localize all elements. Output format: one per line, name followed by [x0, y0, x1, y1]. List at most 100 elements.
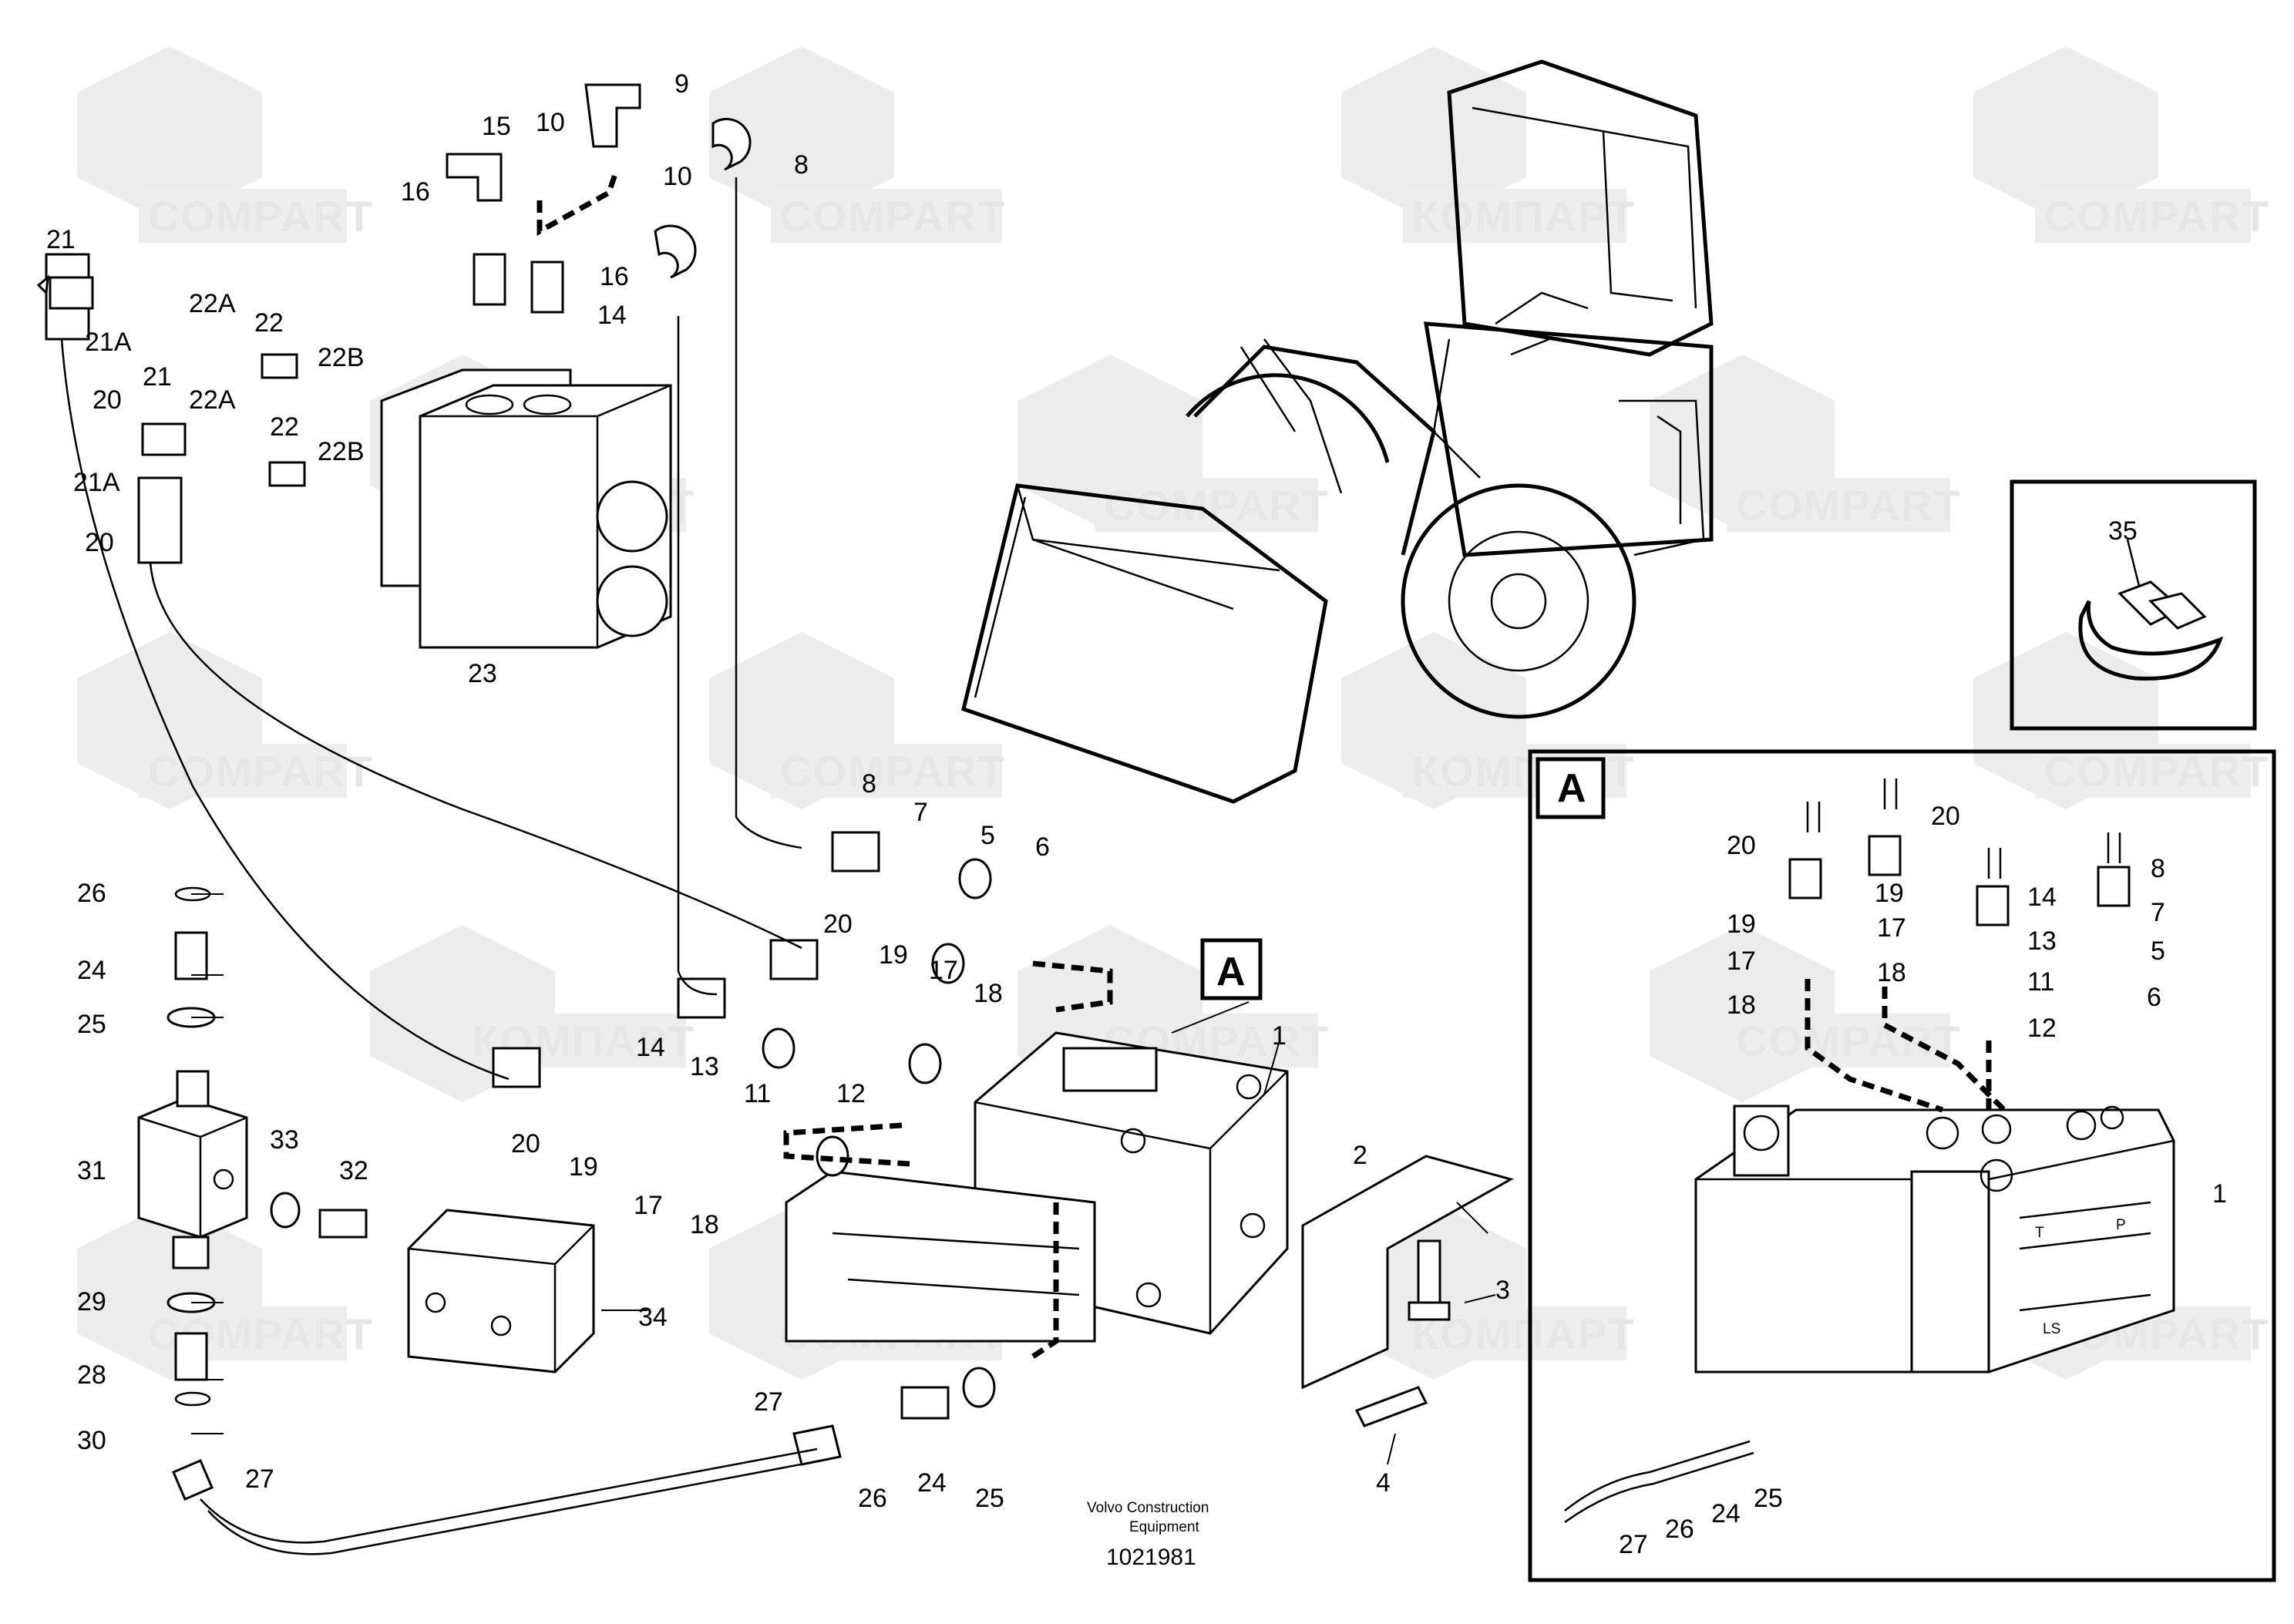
- wheel-loader-illustration: [961, 59, 1714, 804]
- callout-15: 15: [482, 112, 511, 141]
- detail-a-frame: [1528, 749, 2276, 1582]
- callout-24-left: 24: [77, 956, 106, 985]
- callout-20-right: 20: [823, 910, 853, 939]
- callout-23: 23: [468, 659, 497, 688]
- brand-line-2: Equipment: [1129, 1519, 1200, 1535]
- callout-17-lower: 17: [634, 1191, 663, 1220]
- callout-29: 29: [77, 1287, 106, 1316]
- detail-callout-18-left: 18: [1727, 990, 1756, 1020]
- detail-callout-19-right: 19: [1875, 879, 1904, 908]
- valve-port-ls: LS: [2043, 1321, 2060, 1337]
- callout-32: 32: [339, 1156, 368, 1185]
- detail-callout-1: 1: [2212, 1179, 2227, 1209]
- watermark-text: COMPART: [1736, 1017, 1962, 1065]
- detail-callout-19-left: 19: [1727, 910, 1756, 939]
- clamp-inset-frame: [2010, 479, 2257, 731]
- callout-25-left: 25: [77, 1010, 106, 1039]
- fittings: [36, 83, 996, 1501]
- callout-2: 2: [1353, 1141, 1367, 1170]
- callout-22a-lower: 22A: [189, 385, 236, 415]
- detail-callout-14: 14: [2027, 883, 2057, 912]
- callout-22a-upper: 22A: [189, 289, 236, 318]
- watermark-layer: COMPART COMPART КОМПАРТ COMPART КОМПАРТ …: [77, 46, 2270, 1380]
- watermark-text: COMPART: [780, 192, 1006, 240]
- main-callouts: 1 2 3 4 5 6 7 8 8 9 10 10 11 12 13 14 14…: [46, 69, 2138, 1513]
- callout-21-lower: 21: [143, 362, 172, 392]
- callout-18-lower: 18: [690, 1210, 719, 1239]
- detail-callout-17-left: 17: [1727, 946, 1756, 976]
- callout-4: 4: [1376, 1468, 1391, 1498]
- callout-31: 31: [77, 1156, 106, 1185]
- callout-22b-upper: 22B: [318, 343, 365, 372]
- callout-8-lower: 8: [862, 769, 876, 799]
- callout-16-right: 16: [600, 262, 629, 291]
- callout-22b-lower: 22B: [318, 437, 365, 466]
- callout-34: 34: [638, 1303, 668, 1332]
- callout-19-lower: 19: [569, 1152, 598, 1182]
- watermark-text: COMPART: [2044, 747, 2270, 795]
- callout-10-right: 10: [663, 162, 692, 191]
- callout-22-lower: 22: [270, 412, 299, 442]
- callout-35: 35: [2108, 516, 2138, 546]
- detail-callout-6: 6: [2147, 983, 2161, 1012]
- detail-callout-8: 8: [2151, 854, 2165, 883]
- watermark-text: COMPART: [148, 192, 374, 240]
- callout-21-upper: 21: [46, 225, 76, 254]
- callout-7: 7: [913, 798, 928, 827]
- watermark-text: COMPART: [148, 747, 374, 795]
- callout-13: 13: [690, 1052, 719, 1081]
- callout-5: 5: [980, 821, 995, 850]
- callout-16-left: 16: [401, 177, 430, 207]
- view-a-label: A: [1216, 950, 1246, 994]
- detail-callout-20-left: 20: [1727, 831, 1756, 860]
- watermark-text: COMPART: [1736, 481, 1962, 530]
- view-a-box: [1200, 938, 1263, 1000]
- detail-callout-12: 12: [2027, 1014, 2057, 1043]
- detail-callout-18-right: 18: [1877, 958, 1906, 987]
- callout-28: 28: [77, 1360, 106, 1390]
- callout-10-left: 10: [536, 108, 565, 137]
- document-number: 1021981: [1106, 1545, 1196, 1570]
- detail-callout-26: 26: [1665, 1515, 1694, 1544]
- brand-line-1: Volvo Construction: [1087, 1500, 1209, 1516]
- callout-22-upper: 22: [254, 308, 284, 338]
- watermark-text: COMPART: [2044, 192, 2270, 240]
- callout-17-upper: 17: [929, 956, 958, 985]
- callout-3: 3: [1495, 1276, 1510, 1305]
- leader-lines: [191, 893, 1496, 1465]
- detail-callout-17-right: 17: [1877, 913, 1906, 943]
- callout-9: 9: [674, 69, 689, 99]
- callout-27-lower: 27: [245, 1464, 274, 1494]
- callout-20-left-upper: 20: [92, 385, 122, 415]
- callout-8-upper: 8: [794, 150, 809, 180]
- detail-callout-20-right: 20: [1931, 802, 1960, 831]
- bracket-2: [1301, 1155, 1514, 1427]
- callout-20-left-lower: 20: [85, 528, 114, 557]
- callout-14-upper: 14: [597, 301, 627, 330]
- watermark-text: КОМПАРТ: [1412, 192, 1636, 240]
- callout-19-upper: 19: [879, 940, 908, 970]
- callout-18-upper: 18: [974, 979, 1003, 1008]
- callout-25-bottom: 25: [975, 1484, 1004, 1513]
- valve-port-p: P: [2116, 1217, 2126, 1233]
- block-34: [407, 1209, 595, 1374]
- watermark-text: COMPART: [1104, 481, 1330, 530]
- clamp-inset: [2010, 479, 2257, 731]
- callout-6: 6: [1035, 832, 1050, 862]
- callout-21a-upper: 21A: [85, 328, 132, 357]
- detail-callout-24: 24: [1711, 1499, 1741, 1528]
- callout-26-left: 26: [77, 879, 106, 908]
- callout-27-upper: 27: [754, 1387, 783, 1417]
- detail-a-label: A: [1557, 766, 1586, 811]
- detail-callout-13: 13: [2027, 926, 2057, 956]
- callout-30: 30: [77, 1426, 106, 1455]
- callout-20-bottom: 20: [511, 1129, 540, 1158]
- callout-12: 12: [836, 1079, 866, 1108]
- adapter-31: [137, 1070, 248, 1269]
- watermark-text: COMPART: [780, 747, 1006, 795]
- callout-26-bottom: 26: [858, 1484, 887, 1513]
- detail-callout-7: 7: [2151, 898, 2165, 927]
- detail-callout-11: 11: [2027, 967, 2054, 997]
- callout-1: 1: [1272, 1021, 1287, 1051]
